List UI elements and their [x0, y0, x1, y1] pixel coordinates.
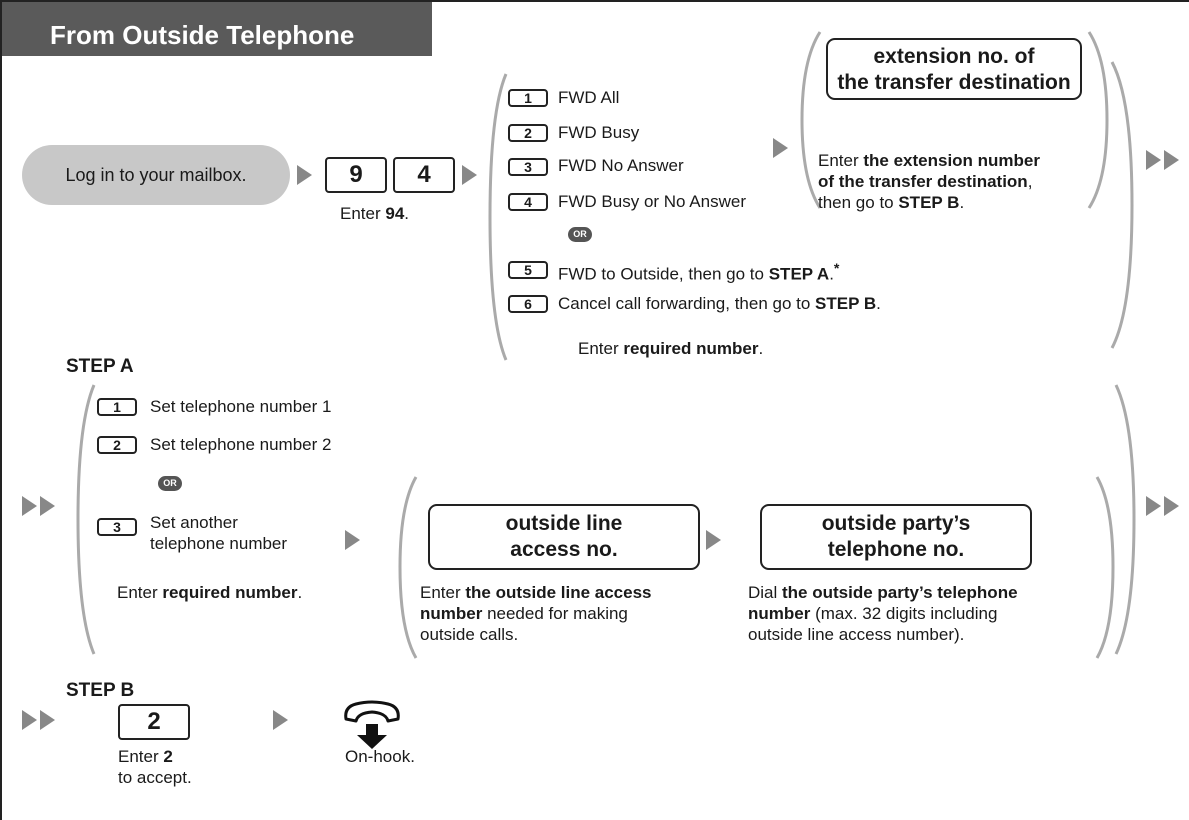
or-badge: OR: [158, 476, 182, 491]
triangle-arrow-icon: [462, 165, 477, 185]
options-bracket-left: [488, 73, 508, 361]
step-b-key-2: 2: [118, 704, 190, 740]
or-badge: OR: [568, 227, 592, 242]
step-a-key-3: 3: [97, 518, 137, 536]
option-label-fwd-busy-or-no-answer: FWD Busy or No Answer: [558, 192, 746, 211]
onhook-caption: On-hook.: [345, 747, 415, 766]
step-a-label-1: Set telephone number 1: [150, 397, 332, 416]
step-a-key-2: 2: [97, 436, 137, 454]
key-4: 4: [393, 157, 455, 193]
double-arrow-icon: [22, 710, 55, 730]
triangle-arrow-icon: [773, 138, 788, 158]
option-key-3: 3: [508, 158, 548, 176]
feature-code-caption: Enter 94.: [340, 204, 410, 223]
option-label-fwd-busy: FWD Busy: [558, 123, 640, 142]
double-arrow-icon: [1146, 150, 1179, 170]
option-label-fwd-no-answer: FWD No Answer: [558, 156, 684, 175]
step-b-title: STEP B: [66, 680, 135, 701]
option-key-4: 4: [508, 193, 548, 211]
extension-bracket-left: [800, 31, 822, 209]
option-label-cancel-forwarding: Cancel call forwarding, then go to STEP …: [558, 294, 881, 313]
option-key-1: 1: [508, 89, 548, 107]
options-caption: Enter required number.: [578, 339, 764, 358]
triangle-arrow-icon: [273, 710, 288, 730]
triangle-arrow-icon: [706, 530, 721, 550]
double-arrow-icon: [22, 496, 55, 516]
triangle-arrow-icon: [345, 530, 360, 550]
extension-bracket-right: [1087, 31, 1109, 209]
step-a-label-2: Set telephone number 2: [150, 435, 332, 454]
triangle-arrow-icon: [297, 165, 312, 185]
page-title: From Outside Telephone: [2, 2, 432, 56]
login-mailbox-bubble: Log in to your mailbox.: [22, 145, 290, 205]
option-label-fwd-all: FWD All: [558, 88, 620, 107]
step-a-title: STEP A: [66, 356, 134, 377]
double-arrow-icon: [1146, 496, 1179, 516]
step-a-bracket-right: [1114, 384, 1136, 655]
step-a-inner-bracket-right: [1095, 476, 1115, 659]
option-key-2: 2: [508, 124, 548, 142]
options-bracket-right: [1110, 61, 1134, 349]
option-key-6: 6: [508, 295, 548, 313]
step-a-caption: Enter required number.: [117, 583, 303, 602]
step-a-inner-bracket-left: [398, 476, 418, 659]
step-a-bracket-left: [76, 384, 96, 655]
option-key-5: 5: [508, 261, 548, 279]
step-a-key-1: 1: [97, 398, 137, 416]
handset-onhook-icon: [344, 700, 400, 749]
option-label-fwd-to-outside: FWD to Outside, then go to STEP A.*: [558, 261, 840, 284]
key-9: 9: [325, 157, 387, 193]
